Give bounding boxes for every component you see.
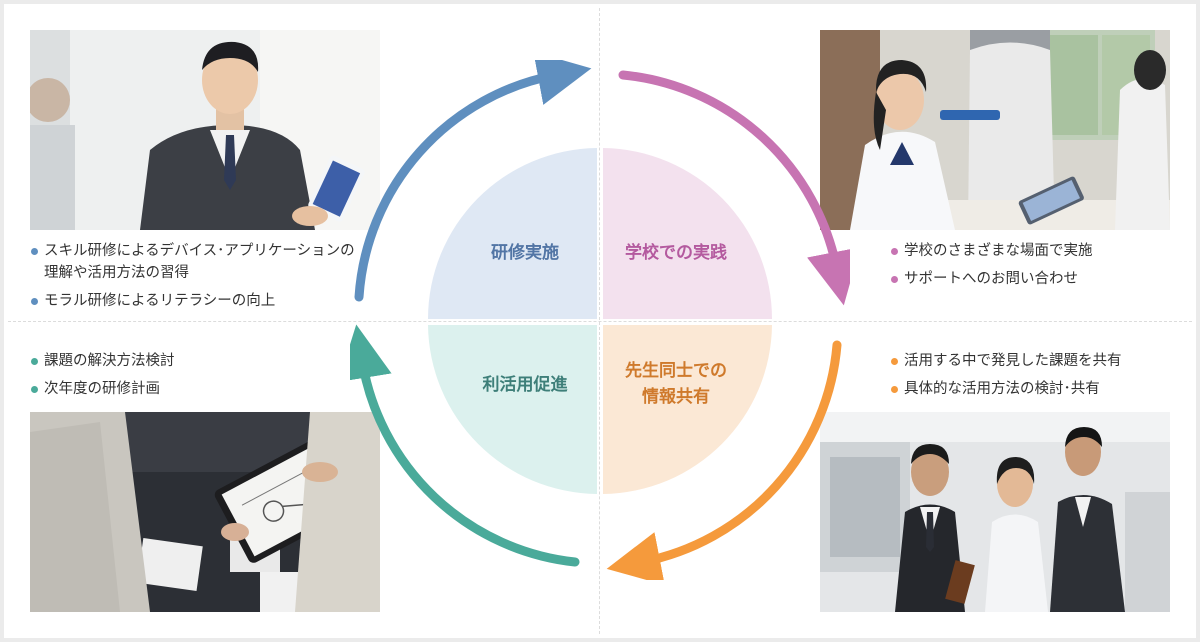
sharing-sector (603, 325, 772, 494)
sharing-label: 先生同士での 情報共有 (608, 358, 744, 410)
list-item: 活用する中で発見した課題を共有 (890, 350, 1180, 372)
list-item: 課題の解決方法検討 (30, 350, 360, 372)
list-item: モラル研修によるリテラシーの向上 (30, 290, 360, 312)
arrow-training-to-practice (354, 60, 592, 302)
arrow-promotion-to-training (350, 324, 580, 567)
bullet-dot (31, 386, 38, 393)
bullet-dot (891, 358, 898, 365)
bullet-dot (891, 276, 898, 283)
promotion-bullets: 課題の解決方法検討 次年度の研修計画 (30, 350, 360, 406)
bullet-dot (31, 248, 38, 255)
list-item: スキル研修によるデバイス･アプリケーションの理解や活用方法の習得 (30, 240, 360, 284)
arrow-sharing-to-promotion (606, 340, 842, 580)
training-photo (30, 30, 380, 230)
horizontal-divider (8, 321, 1192, 322)
practice-bullets: 学校のさまざまな場面で実施 サポートへのお問い合わせ (890, 240, 1180, 296)
practice-label: 学校での実践 (625, 243, 727, 263)
list-item: 次年度の研修計画 (30, 378, 360, 400)
bullet-dot (891, 248, 898, 255)
sharing-bullets: 活用する中で発見した課題を共有 具体的な活用方法の検討･共有 (890, 350, 1180, 406)
training-sector (428, 148, 597, 319)
bullet-dot (31, 298, 38, 305)
promotion-label: 利活用促進 (482, 375, 568, 395)
list-item: 具体的な活用方法の検討･共有 (890, 378, 1180, 400)
promotion-sector (428, 325, 597, 494)
list-item: 学校のさまざまな場面で実施 (890, 240, 1180, 262)
training-bullets: スキル研修によるデバイス･アプリケーションの理解や活用方法の習得 モラル研修によ… (30, 240, 360, 318)
training-label: 研修実施 (491, 243, 559, 263)
arrow-practice-to-sharing (618, 70, 850, 306)
usage-promotion-photo (30, 412, 380, 612)
info-sharing-photo (820, 412, 1170, 612)
practice-sector (603, 148, 772, 319)
school-practice-photo (820, 30, 1170, 230)
bullet-dot (31, 358, 38, 365)
bullet-dot (891, 386, 898, 393)
cycle-diagram (350, 60, 850, 580)
sharing-label-line1: 先生同士での (625, 361, 727, 381)
list-item: サポートへのお問い合わせ (890, 268, 1180, 290)
sharing-label-line2: 情報共有 (642, 387, 710, 407)
